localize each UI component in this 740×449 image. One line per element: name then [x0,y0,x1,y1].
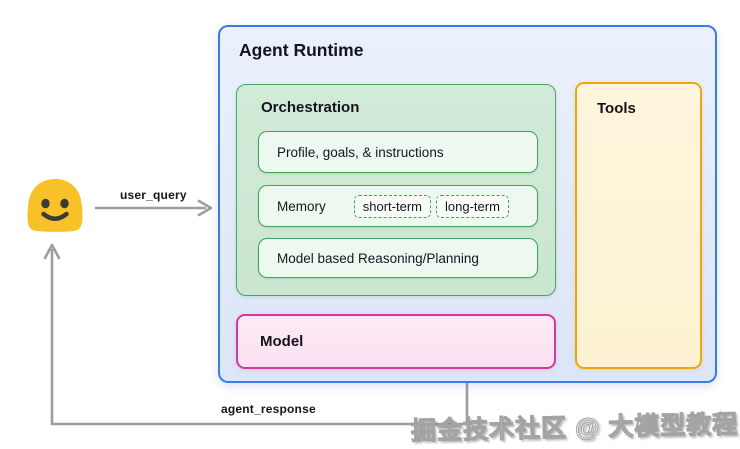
reasoning-planning-label: Model based Reasoning/Planning [277,250,479,266]
tools-title: Tools [597,100,636,117]
memory-box: Memory short-term long-term [258,185,538,227]
orchestration-title: Orchestration [261,99,360,116]
model-title: Model [260,333,304,350]
model-box: Model [236,314,556,369]
profile-goals-instructions-box: Profile, goals, & instructions [258,131,538,173]
agent-runtime-box: Agent Runtime Orchestration Profile, goa… [218,25,717,383]
agent-response-arrowhead [43,243,61,260]
user-emoji [22,177,88,233]
smiley-face-icon [27,179,83,232]
watermark: 掘金技术社区 @ 大模型教程 [410,410,739,446]
agent-runtime-title: Agent Runtime [239,40,364,60]
user-query-arrowhead [197,199,213,217]
memory-label: Memory [277,198,326,214]
profile-goals-instructions-label: Profile, goals, & instructions [277,144,444,160]
short-term-chip: short-term [353,194,431,218]
reasoning-planning-box: Model based Reasoning/Planning [258,238,538,278]
user-query-label: user_query [120,188,187,202]
orchestration-box: Orchestration Profile, goals, & instruct… [236,84,556,296]
agent-response-label: agent_response [221,402,316,416]
long-term-chip: long-term [436,194,509,218]
tools-box: Tools [575,82,702,369]
